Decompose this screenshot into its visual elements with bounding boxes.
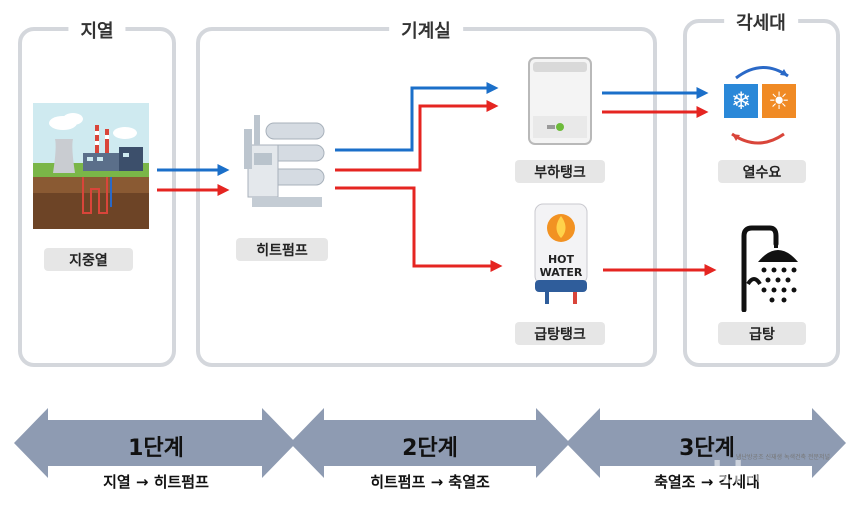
stage-3-title: 3단계 (679, 436, 735, 461)
stage-2-title: 2단계 (402, 436, 458, 461)
heating-cooling-icon: ❄ ☀ (724, 66, 796, 145)
blue-pipe-pump-to-buffer (335, 82, 499, 152)
hot-water-tank-icon (534, 203, 588, 304)
geothermal-plant-icon (33, 103, 149, 229)
heat-pump-icon (244, 115, 325, 207)
stage-3-desc: 축열조 → 각세대 (654, 473, 760, 491)
watermark-tagline: 냉난방공조 신재생 녹색건축 전문저널 (736, 454, 831, 461)
label-buffer-tank: 부하탱크 (515, 160, 605, 183)
label-heat-demand: 열수요 (718, 160, 806, 183)
watermark-logo: kharn (712, 456, 815, 491)
shower-icon (741, 225, 798, 312)
stage-2-arrow (290, 408, 570, 478)
red-pipe-pump-to-buffer (335, 100, 499, 172)
stage-3-arrow (566, 408, 846, 478)
stage-1-desc: 지열 → 히트펌프 (103, 473, 209, 491)
hot-water-label-line2: WATER (539, 266, 583, 279)
svg-text:❄: ❄ (731, 87, 751, 115)
watermark-suffix: 칸 (832, 474, 844, 488)
stage-2-desc: 히트펌프 → 축열조 (370, 473, 490, 491)
households-panel-title: 각세대 (724, 9, 798, 35)
label-heat-pump: 히트펌프 (236, 238, 328, 261)
buffer-tank-icon (528, 57, 592, 145)
label-ground-heat: 지중열 (44, 248, 133, 271)
households-panel (683, 19, 840, 367)
stage-1-arrow (14, 408, 296, 478)
svg-text:☀: ☀ (768, 87, 790, 115)
geothermal-panel-title: 지열 (68, 17, 126, 43)
label-hot-water-supply: 급탕 (718, 322, 806, 345)
label-hot-water-tank: 급탕탱크 (515, 322, 605, 345)
red-pipe-pump-to-hotwater (335, 186, 503, 272)
hot-water-label-line1: HOT (547, 253, 575, 266)
machine-room-panel-title: 기계실 (389, 17, 463, 43)
stage-1-title: 1단계 (128, 436, 184, 461)
